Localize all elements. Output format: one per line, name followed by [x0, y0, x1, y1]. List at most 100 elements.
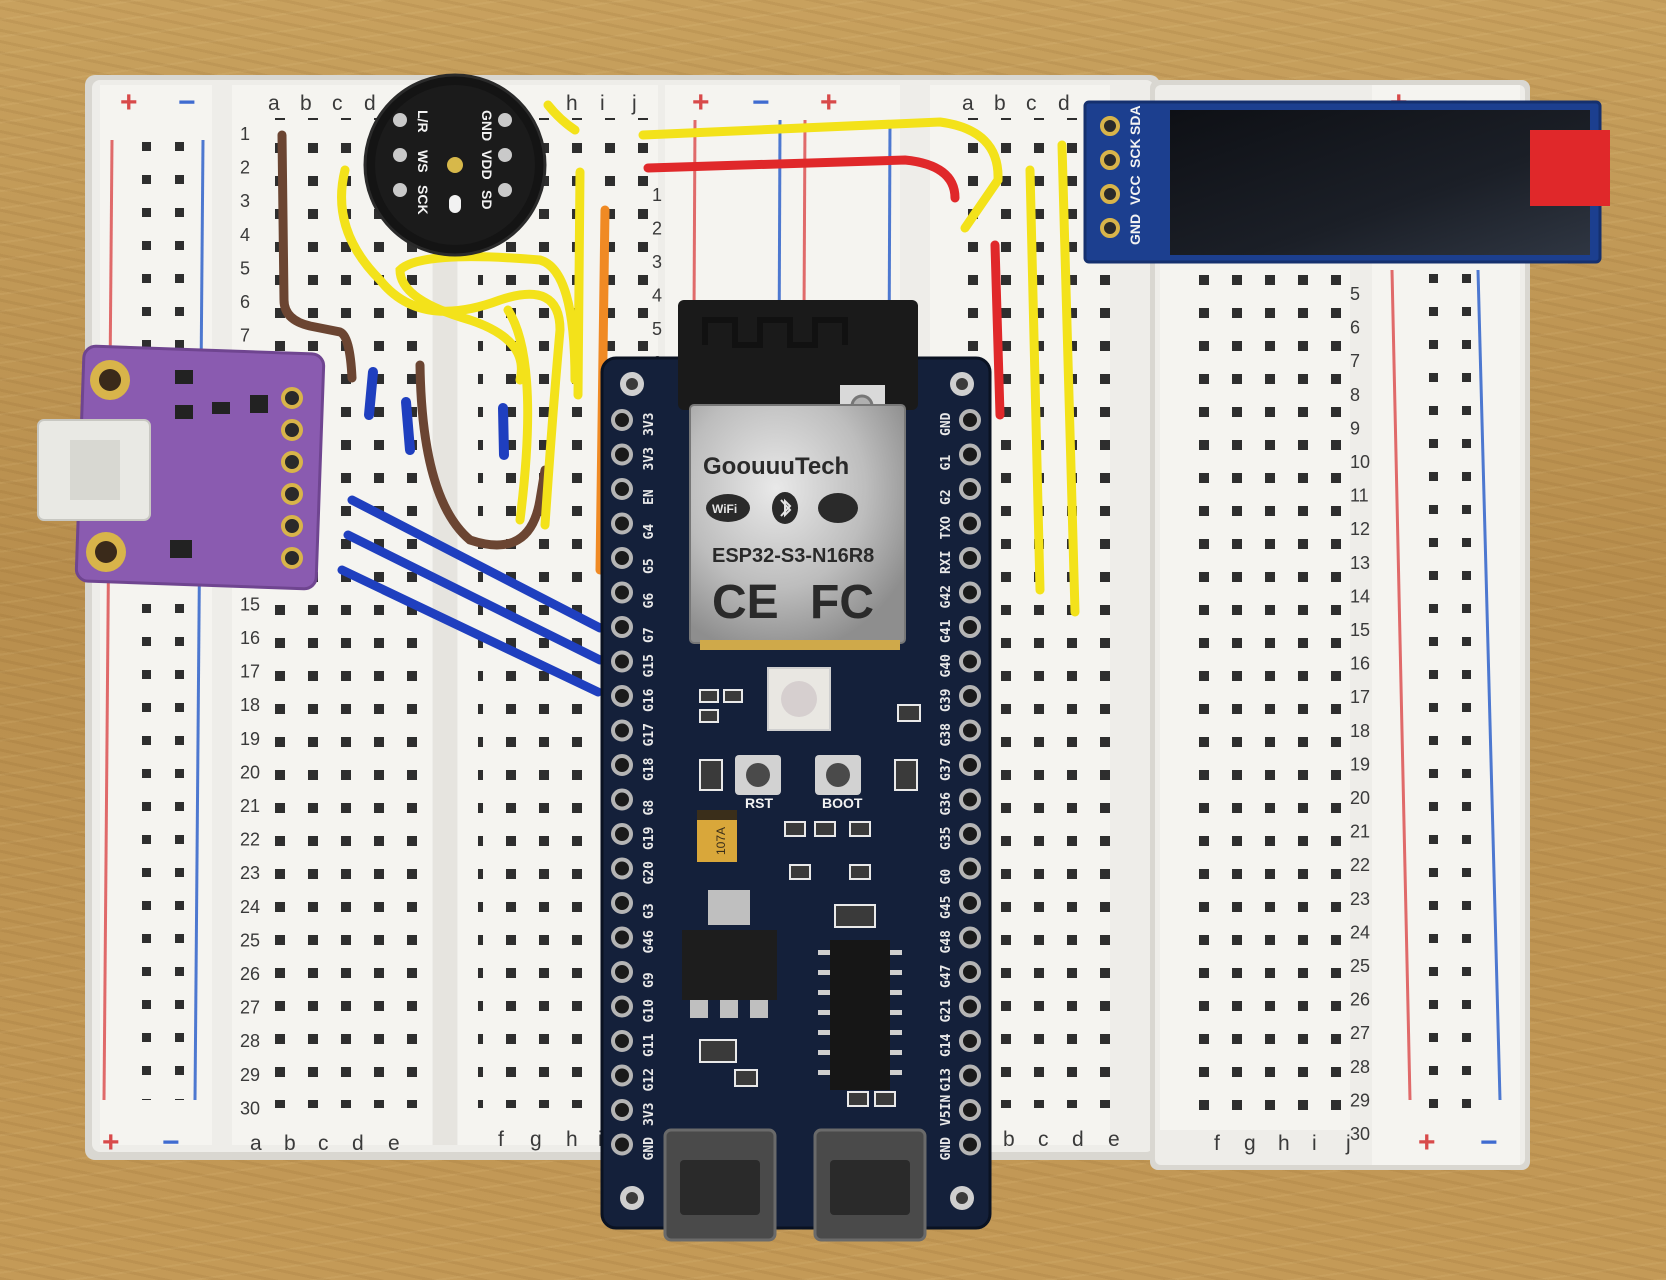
header-pin [959, 547, 981, 569]
pin-label: G5 [642, 558, 657, 574]
header-pin [959, 616, 981, 638]
header-pin [611, 616, 633, 638]
column-letters-bottom-right: b c d e [1003, 1128, 1120, 1151]
row-number: 22 [1350, 855, 1370, 875]
boot-label: BOOT [822, 795, 863, 811]
yellow-wire [638, 117, 1003, 233]
pin-label: 3V3 [642, 447, 657, 470]
esp32-s3-devboard: GoouuuTech WiFi ESP32-S3-N16R8 CE FC RST… [600, 300, 992, 1242]
row-number: 20 [240, 762, 260, 782]
pin-label: G4 [642, 524, 657, 540]
header-pin [959, 754, 981, 776]
header-pin [959, 719, 981, 742]
mic-port-icon [447, 157, 463, 173]
blue-wire [401, 397, 415, 455]
column-letter: i [598, 1128, 603, 1151]
row-number: 16 [1350, 654, 1370, 674]
certification-icon [818, 493, 858, 523]
usb-uart-chip [830, 940, 890, 1090]
row-number: 26 [1350, 990, 1370, 1010]
header-pin [611, 788, 633, 811]
pin-label: G15 [642, 654, 657, 677]
blue-wire [498, 403, 509, 460]
pin-label: G47 [939, 965, 954, 988]
header-pin [959, 409, 981, 431]
voltage-regulator [682, 930, 777, 1000]
pin-label: G6 [642, 593, 657, 609]
column-letter: d [364, 92, 376, 115]
protective-film-tab [1530, 130, 1610, 206]
pin-label: V5IN [939, 1095, 954, 1126]
svg-text:WiFi: WiFi [712, 502, 737, 516]
header-pin [959, 581, 981, 604]
pin-label: G7 [642, 627, 657, 643]
header-pin [959, 961, 981, 983]
row-number: 14 [1350, 586, 1370, 606]
yellow-wire [337, 165, 565, 530]
header-pin [611, 547, 633, 569]
column-letters-top-left: a b c d [268, 92, 376, 115]
row-number: 15 [1350, 620, 1370, 640]
blue-wire [364, 367, 378, 420]
column-letter: c [1038, 1128, 1049, 1151]
pin-label: EN [642, 489, 657, 505]
row-number: 3 [240, 191, 250, 211]
mic-label-sck: SCK [415, 185, 431, 215]
oled-pin-vcc: VCC [1127, 175, 1143, 205]
header-pin [611, 926, 633, 949]
column-letter: d [1072, 1128, 1084, 1151]
oled-display-module: GND VCC SCK SDA [1083, 100, 1610, 264]
header-pin [611, 512, 633, 535]
header-pin [959, 443, 981, 466]
pin-label: G3 [642, 903, 657, 919]
row-number: 17 [1350, 687, 1370, 707]
pin-label: G36 [939, 792, 954, 816]
column-letter: j [631, 92, 637, 115]
column-letter: h [1278, 1132, 1290, 1155]
row-number: 15 [240, 594, 260, 614]
row-number: 2 [652, 218, 662, 238]
header-pin [611, 409, 633, 431]
header-pin [611, 823, 633, 845]
pin-label: 3V3 [642, 413, 657, 436]
pin-label: G38 [939, 723, 954, 747]
header-pin [959, 823, 981, 845]
rail-plus-bottom-left: + [102, 1126, 120, 1159]
column-letter: a [250, 1132, 262, 1155]
yellow-wire [1025, 165, 1045, 595]
header-pin [611, 443, 633, 466]
brown-wire [415, 360, 550, 550]
wifi-icon: WiFi [706, 494, 750, 522]
column-letters-bottom-mid: f g h i [498, 1128, 603, 1151]
mic-label-vdd: VDD [479, 150, 495, 180]
row-number: 28 [240, 1031, 260, 1051]
pin-label: G0 [939, 869, 954, 885]
row-number: 24 [240, 897, 260, 917]
blue-wire [347, 495, 605, 633]
column-letters-top-right: a b c d [962, 92, 1070, 115]
mic-label-lr: L/R [415, 110, 431, 133]
rail-minus-top-mid: − [752, 86, 770, 119]
oled-screen [1170, 110, 1590, 255]
row-number: 19 [1350, 754, 1370, 774]
header-pin [959, 1099, 981, 1121]
breadboard-right [1150, 80, 1530, 1170]
rail-plus-top-mid2: + [820, 86, 838, 119]
model-label: ESP32-S3-N16R8 [712, 545, 874, 567]
pin-label: G48 [939, 930, 954, 954]
row-number: 19 [240, 729, 260, 749]
row-number: 11 [1350, 486, 1369, 506]
yellow-wire [543, 100, 580, 135]
header-pin [611, 995, 633, 1018]
rail-plus-top-left: + [120, 86, 138, 119]
pin-label: G21 [939, 999, 954, 1023]
pin-label: G45 [939, 896, 954, 919]
yellow-wire [573, 167, 585, 400]
column-letter: h [566, 1128, 578, 1151]
column-letter: d [1058, 92, 1070, 115]
row-number: 27 [240, 998, 260, 1018]
pin-label: G37 [939, 758, 954, 781]
row-number: 17 [240, 662, 260, 682]
header-pin [611, 1099, 633, 1121]
